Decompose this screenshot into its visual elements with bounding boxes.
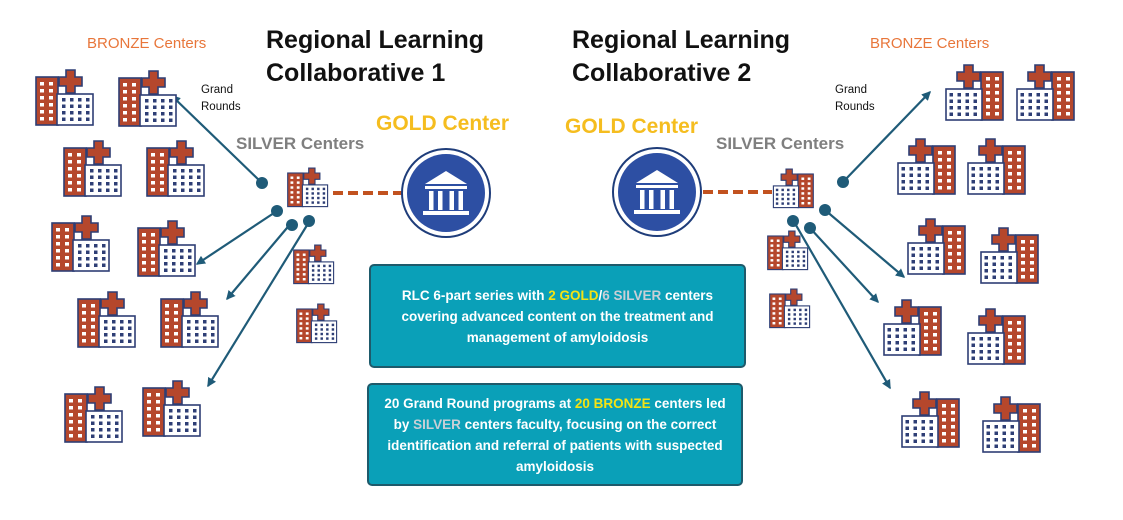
hospital-building-icon <box>1016 64 1075 121</box>
hospital-building-icon <box>901 391 960 448</box>
grand-round-info-box: 20 Grand Round programs at 20 BRONZE cen… <box>367 383 743 486</box>
rlc-series-info-box: RLC 6-part series with 2 GOLD/6 SILVER c… <box>369 264 746 368</box>
hospital-building-icon <box>160 291 219 348</box>
hospital-building-icon <box>63 140 122 197</box>
collaborative-1-title-line2: Collaborative 1 <box>266 59 446 87</box>
hospital-building-icon <box>296 303 338 344</box>
collaborative-2-title-line1: Regional Learning <box>572 26 791 54</box>
collaborative-1-title: Regional Learning Collaborative 1 <box>266 24 484 90</box>
collaborative-2-title: Regional Learning Collaborative 2 <box>572 24 790 90</box>
hospital-building-icon <box>64 386 123 443</box>
hospital-building-icon <box>980 227 1039 284</box>
silver-node-dots-left <box>256 177 315 231</box>
hospital-building-icon <box>769 288 811 329</box>
hospital-building-icon <box>982 396 1041 453</box>
bronze-centers-label-left: BRONZE Centers <box>87 35 207 52</box>
hospital-building-icon <box>118 70 177 127</box>
bronze-centers-label-right: BRONZE Centers <box>870 35 990 52</box>
silver-centers-label-right: SILVER Centers <box>716 134 845 153</box>
gold-center-label-right: GOLD Center <box>565 115 699 138</box>
grand-rounds-line2: Rounds <box>201 101 241 113</box>
grand-rounds-line2: Rounds <box>835 101 875 113</box>
hospital-building-icon <box>767 230 809 271</box>
hospital-building-icon <box>51 215 110 272</box>
hospital-building-icon <box>77 291 136 348</box>
hospital-building-icon <box>967 308 1026 365</box>
hospital-building-icon <box>287 167 329 208</box>
hospital-building-icon <box>137 220 196 277</box>
hospital-building-icon <box>35 69 94 126</box>
rlc-series-info-text: RLC 6-part series with 2 GOLD/6 SILVER c… <box>401 287 714 345</box>
hospital-building-icon <box>146 140 205 197</box>
collaborative-2-title-line2: Collaborative 2 <box>572 59 752 87</box>
hospital-building-icon <box>142 380 201 437</box>
grand-rounds-label-left: Grand Rounds <box>201 82 241 116</box>
silver-node-dots-right <box>787 176 849 234</box>
silver-centers-label-left: SILVER Centers <box>236 134 365 153</box>
hospital-building-icon <box>907 218 966 275</box>
hospital-building-icon <box>945 64 1004 121</box>
gold-center-label-left: GOLD Center <box>376 112 510 135</box>
grand-round-info-text: 20 Grand Round programs at 20 BRONZE cen… <box>384 395 726 474</box>
grand-rounds-arrows-right <box>792 91 931 390</box>
hospital-building-icon <box>883 299 942 356</box>
hospital-building-icon <box>772 168 814 209</box>
grand-rounds-arrows-left <box>171 95 310 388</box>
grand-rounds-line1: Grand <box>835 84 867 96</box>
grand-rounds-label-right: Grand Rounds <box>835 82 875 116</box>
collaborative-1-title-line1: Regional Learning <box>266 26 485 54</box>
hospital-building-icon <box>293 244 335 285</box>
gold-center-bank-icon <box>612 147 702 237</box>
gold-center-bank-icon <box>401 148 491 238</box>
hospital-building-icon <box>897 138 956 195</box>
hospital-building-icon <box>967 138 1026 195</box>
grand-rounds-line1: Grand <box>201 84 233 96</box>
